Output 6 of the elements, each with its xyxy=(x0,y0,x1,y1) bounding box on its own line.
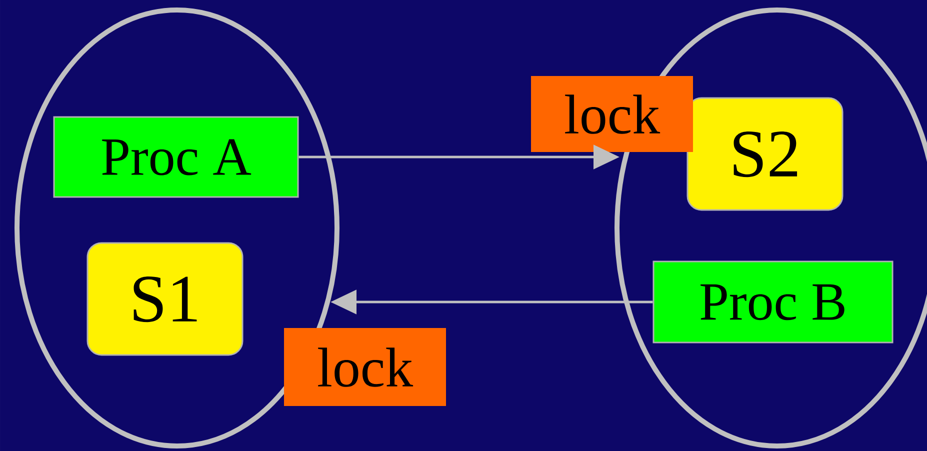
lock-label-box: lock xyxy=(531,76,693,152)
state-box: S1 xyxy=(86,242,244,356)
process-box: Proc A xyxy=(53,116,299,198)
state-box: S2 xyxy=(686,97,844,211)
lock-label-box: lock xyxy=(284,328,446,406)
process-box: Proc B xyxy=(652,260,894,344)
